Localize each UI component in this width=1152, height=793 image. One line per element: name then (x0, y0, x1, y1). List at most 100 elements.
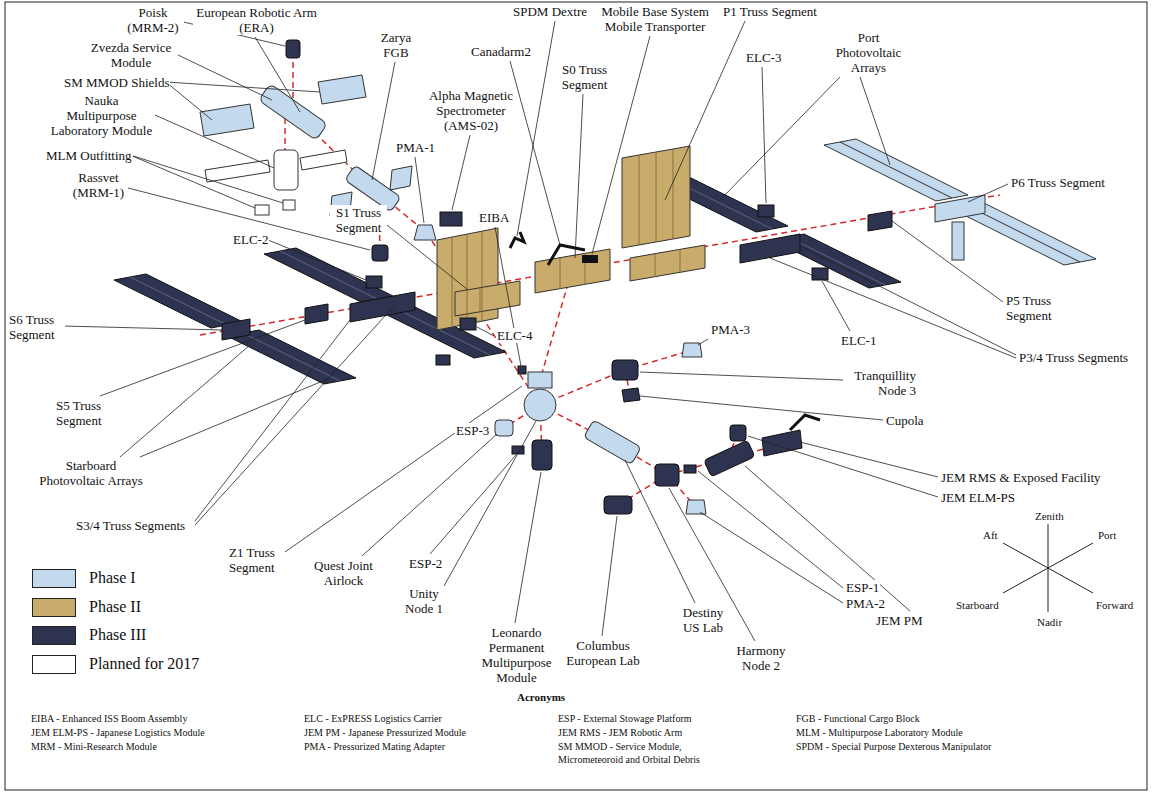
us-module (655, 464, 679, 486)
truss-centerline (200, 52, 1000, 507)
part-label: ELC-2 (232, 232, 269, 247)
us-module (682, 343, 702, 357)
acronym-heading: Acronyms (516, 690, 566, 704)
russian-module (205, 160, 270, 182)
truss-segment (868, 211, 892, 231)
truss-centerline (540, 350, 692, 405)
part-label: PMA-1 (395, 140, 436, 155)
leader-line (166, 82, 212, 120)
robotic-arm (300, 112, 820, 430)
solar-array (227, 330, 356, 384)
acronym-entry: JEM RMS - JEM Robotic Arm (557, 726, 683, 739)
robotic-arm (548, 245, 585, 265)
acronym-entry: EIBA - Enhanced ISS Boom Assembly (30, 712, 188, 725)
us-module (612, 360, 638, 380)
part-label: P5 Truss Segment (1005, 293, 1062, 323)
leader-line (195, 305, 395, 525)
radiator-panel (455, 281, 520, 316)
radiator-panel (535, 249, 610, 293)
leader-line (720, 77, 840, 200)
logistics-carrier (366, 276, 382, 288)
us-module (686, 500, 706, 514)
leader-line (362, 434, 497, 556)
part-label: EIBA (478, 210, 510, 225)
leader-line (62, 326, 222, 330)
us-module (762, 430, 802, 456)
acronym-entry: JEM PM - Japanese Pressurized Module (303, 726, 467, 739)
p6-solar-array (824, 139, 1096, 265)
russian-module (390, 166, 412, 190)
orientation-compass (1003, 543, 1093, 593)
part-label: JEM RMS & Exposed Facility (940, 470, 1102, 485)
part-label: Leonardo Permanent Multipurpose Module (478, 625, 555, 685)
leader-line (770, 258, 1016, 358)
part-label: Port Photovoltaic Arrays (830, 30, 907, 75)
part-label: MLM Outfitting (45, 148, 133, 163)
part-label: S1 Truss Segment (330, 205, 387, 235)
us-module (584, 420, 642, 465)
solar-array-grid (280, 251, 377, 299)
leader-line (155, 115, 274, 168)
russian-module (200, 104, 254, 136)
radiator-panel (622, 146, 690, 248)
logistics-carrier (758, 205, 774, 217)
leader-line (130, 155, 283, 203)
part-label: Z1 Truss Segment (228, 545, 285, 575)
part-label: SPDM Dextre (512, 4, 588, 19)
legend-swatch (32, 655, 76, 674)
leader-line (762, 67, 766, 203)
russian-module (318, 75, 366, 104)
us-module (495, 420, 513, 436)
leader-line (372, 62, 395, 180)
part-label: PMA-2 (845, 596, 886, 611)
leader-line (268, 240, 366, 280)
logistics-carrier (440, 212, 462, 226)
radiator-slats (452, 149, 680, 327)
compass-label: Zenith (1034, 509, 1065, 523)
solar-array-grid (130, 277, 227, 325)
part-label: P1 Truss Segment (722, 4, 818, 19)
truss-segment (222, 211, 892, 340)
leader-line (892, 221, 1003, 302)
part-label: Columbus European Lab (563, 638, 643, 668)
frame-border (5, 2, 1147, 790)
radiator-slats (673, 149, 674, 239)
leader-line (625, 460, 695, 603)
leader-line (968, 184, 1008, 202)
part-label: Quest Joint Airlock (305, 558, 382, 588)
truss-segment (740, 234, 800, 263)
us-module (495, 343, 802, 514)
mobile-base (582, 255, 598, 263)
radiator-slats (656, 152, 657, 242)
acronym-entry: JEM ELM-PS - Japanese Logistics Module (30, 726, 206, 739)
russian-module (372, 245, 388, 261)
radiator-slats (680, 249, 681, 272)
acronym-entry: PMA - Pressurized Mating Adapter (303, 740, 446, 753)
acronym-entry: ELC - ExPRESS Logistics Carrier (303, 712, 443, 725)
part-label: S5 Truss Segment (55, 398, 112, 428)
part-label: Zvezda Service Module (85, 40, 177, 70)
part-label: Starboard Photovoltaic Arrays (35, 458, 147, 488)
compass-label: Nadir (1036, 615, 1063, 629)
us-module (528, 372, 552, 388)
leader-line (510, 61, 560, 245)
radiator-panel (437, 146, 705, 330)
solar-array-grid (243, 333, 340, 381)
legend-label: Phase I (88, 568, 137, 588)
leader-line (745, 466, 910, 611)
frame-border (5, 2, 1147, 790)
leader-line (700, 512, 843, 603)
leader-line (120, 345, 250, 457)
leader-line (575, 94, 583, 258)
us-module (524, 389, 556, 421)
logistics-carrier (366, 205, 828, 473)
russian-module (414, 225, 436, 240)
russian-module (255, 205, 269, 215)
leader-line (477, 327, 494, 336)
part-label: Mobile Base System Mobile Transporter (598, 4, 712, 34)
russian-module (286, 40, 300, 58)
part-label: Tranquillity Node 3 (845, 368, 917, 398)
leader-line (444, 421, 536, 586)
radiator-slats (655, 254, 656, 277)
